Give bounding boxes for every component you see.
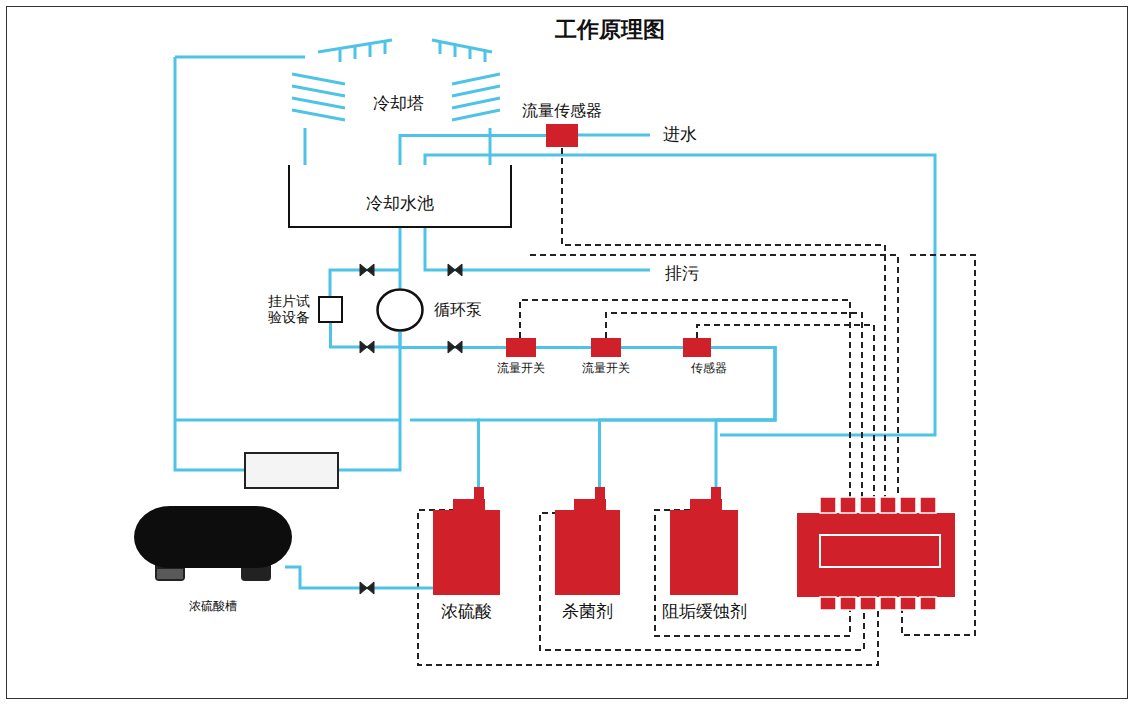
tank-nozzle bbox=[474, 487, 484, 511]
drum-foot-shade bbox=[157, 569, 183, 579]
flow-sensor: 流量传感器 bbox=[546, 124, 578, 147]
acid-storage-tank: 浓硫酸槽 bbox=[133, 505, 293, 583]
terminal bbox=[840, 497, 856, 513]
pipework bbox=[175, 57, 935, 470]
pipe-connector bbox=[479, 348, 776, 488]
pipe-connector bbox=[536, 346, 591, 349]
tank-body bbox=[555, 510, 620, 595]
pipe-connector bbox=[621, 346, 683, 349]
sensor-box: 传感器 bbox=[683, 338, 711, 357]
drum-body bbox=[134, 506, 292, 568]
dosing-tank: 杀菌剂 bbox=[555, 487, 620, 595]
pump-circle bbox=[378, 290, 423, 331]
signal-wire bbox=[606, 313, 862, 497]
tank-body bbox=[433, 510, 500, 595]
drain-pipe bbox=[425, 228, 650, 270]
node-label: 阻垢缓蚀剂 bbox=[662, 601, 747, 621]
terminal-row bbox=[820, 497, 936, 610]
pump-outline bbox=[376, 288, 424, 332]
node-label: 传感器 bbox=[691, 361, 727, 375]
signal-wire bbox=[520, 300, 850, 497]
tank-nozzle bbox=[595, 487, 605, 511]
terminal bbox=[920, 497, 936, 513]
flow-switch: 流量开关 bbox=[506, 338, 536, 357]
coupon-tester: 挂片试验设备 bbox=[318, 296, 343, 323]
louver bbox=[452, 74, 500, 120]
node-label: 挂片试验设备 bbox=[268, 293, 310, 327]
pipe bbox=[175, 57, 245, 470]
pipe bbox=[338, 347, 400, 470]
valve-symbol bbox=[448, 264, 462, 276]
part-label: 排污 bbox=[663, 263, 701, 283]
terminal bbox=[840, 597, 856, 610]
dosing-tank: 阻垢缓蚀剂 bbox=[670, 487, 738, 595]
pipe-connector bbox=[399, 228, 402, 288]
terminal bbox=[900, 497, 916, 513]
cooling-tower bbox=[292, 40, 500, 120]
terminal bbox=[920, 597, 936, 610]
pipe bbox=[304, 128, 307, 165]
inlet-pipe bbox=[578, 134, 650, 137]
pipe-connector bbox=[285, 567, 433, 588]
terminal bbox=[880, 497, 896, 513]
drum-outline bbox=[133, 505, 293, 583]
valve-symbol bbox=[360, 582, 374, 594]
pipe bbox=[410, 419, 480, 422]
circulation-pump: 循环泵 bbox=[376, 288, 424, 332]
dosing-tank: 浓硫酸 bbox=[433, 487, 500, 595]
node-label: 流量开关 bbox=[497, 361, 545, 375]
diagram-title: 工作原理图 bbox=[555, 15, 665, 45]
terminal bbox=[860, 597, 876, 610]
terminal bbox=[900, 597, 916, 610]
signal-wire bbox=[697, 325, 874, 497]
node-label: 流量传感器 bbox=[522, 101, 602, 120]
signal-wire bbox=[562, 148, 885, 497]
heat-exchanger bbox=[245, 453, 338, 488]
pipe bbox=[489, 128, 492, 165]
controller bbox=[797, 497, 955, 610]
spray-nozzle bbox=[340, 42, 485, 62]
node-label: 循环泵 bbox=[434, 300, 482, 319]
node-label: 杀菌剂 bbox=[562, 601, 613, 621]
valve-symbol bbox=[448, 341, 462, 353]
valve-symbol bbox=[360, 341, 374, 353]
flow-switch: 流量开关 bbox=[591, 338, 621, 357]
louver bbox=[292, 74, 345, 120]
part-label: 冷却塔 bbox=[371, 93, 426, 113]
pipe-connector bbox=[400, 136, 546, 166]
node-label: 流量开关 bbox=[582, 361, 630, 375]
controller-display bbox=[820, 535, 940, 567]
tank-nozzle bbox=[711, 487, 721, 511]
water-pool: 冷却水池 bbox=[288, 165, 512, 228]
terminal bbox=[820, 497, 836, 513]
node-label: 浓硫酸槽 bbox=[189, 599, 237, 613]
controller-body bbox=[797, 513, 955, 597]
terminal bbox=[820, 597, 836, 610]
signal-wire bbox=[530, 255, 898, 497]
pipe bbox=[175, 419, 400, 422]
tank-body bbox=[670, 510, 738, 595]
pipe bbox=[175, 56, 305, 59]
node-label: 浓硫酸 bbox=[441, 601, 492, 621]
node-label: 冷却水池 bbox=[366, 193, 434, 213]
valve-symbol bbox=[360, 264, 374, 276]
terminal bbox=[880, 597, 896, 610]
part-label: 进水 bbox=[661, 124, 699, 144]
terminal bbox=[860, 497, 876, 513]
